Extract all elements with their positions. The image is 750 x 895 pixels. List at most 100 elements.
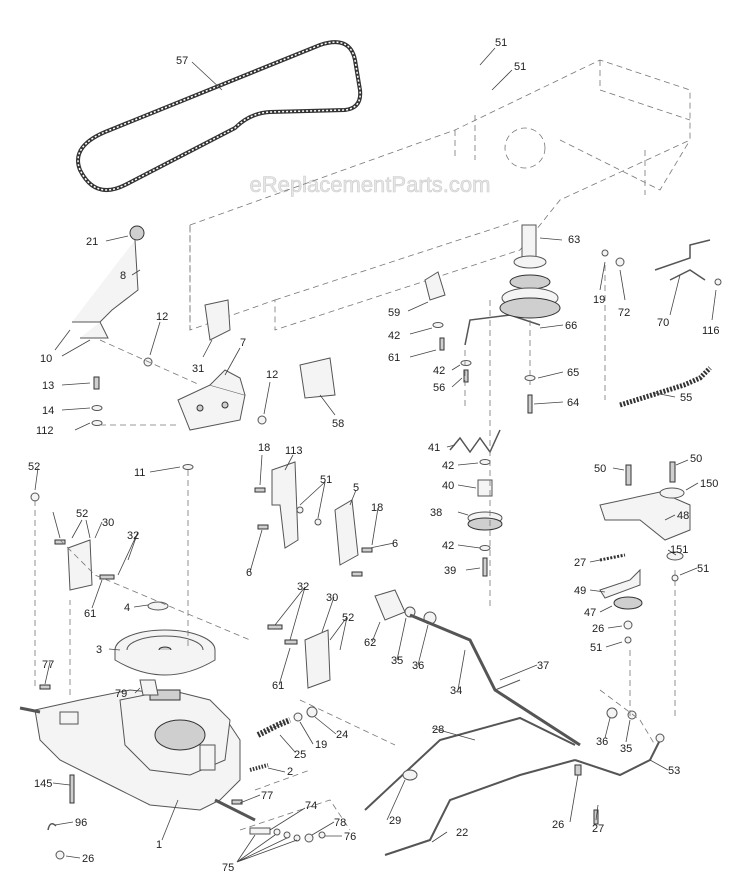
label-14: 14 — [42, 405, 54, 417]
washer-42c — [479, 459, 491, 465]
label-36: 36 — [596, 736, 608, 748]
label-40: 40 — [442, 480, 454, 492]
label-48: 48 — [677, 510, 689, 522]
washer-24 — [306, 706, 318, 718]
washer-14 — [91, 405, 103, 411]
belt-guide-41 — [449, 429, 501, 454]
pin-77a — [39, 684, 51, 690]
engine-pulley — [499, 224, 561, 319]
label-25: 25 — [294, 749, 306, 761]
transaxle — [19, 689, 256, 822]
nut-51e — [624, 636, 632, 644]
washer-65 — [524, 375, 536, 381]
label-62: 62 — [364, 637, 376, 649]
shift-bracket — [177, 369, 246, 431]
label-64: 64 — [567, 397, 579, 409]
label-61: 61 — [84, 608, 96, 620]
label-2: 2 — [287, 766, 293, 778]
bolt-61a — [439, 337, 445, 351]
label-38: 38 — [430, 507, 442, 519]
drive-belt — [76, 40, 363, 192]
bracket-30a — [67, 539, 93, 591]
label-52: 52 — [28, 461, 40, 473]
label-26: 26 — [552, 819, 564, 831]
label-96: 96 — [75, 817, 87, 829]
label-70: 70 — [657, 317, 669, 329]
label-51: 51 — [697, 563, 709, 575]
label-63: 63 — [568, 234, 580, 246]
label-50: 50 — [690, 453, 702, 465]
label-35: 35 — [391, 655, 403, 667]
label-66: 66 — [565, 320, 577, 332]
bolt-18b — [361, 547, 373, 553]
label-78: 78 — [334, 817, 346, 829]
label-51: 51 — [495, 37, 507, 49]
bolt-13 — [93, 376, 100, 390]
leader-lines — [34, 47, 717, 863]
label-77: 77 — [261, 790, 273, 802]
label-28: 28 — [432, 724, 444, 736]
label-145: 145 — [34, 778, 52, 790]
label-75: 75 — [222, 862, 234, 874]
label-1: 1 — [156, 839, 162, 851]
frame-outline — [189, 59, 691, 331]
washer-42b — [460, 360, 472, 366]
label-42: 42 — [433, 365, 445, 377]
label-41: 41 — [428, 442, 440, 454]
shift-lever — [72, 225, 145, 339]
label-36: 36 — [412, 660, 424, 672]
label-8: 8 — [120, 270, 126, 282]
label-11: 11 — [134, 467, 145, 479]
label-51: 51 — [590, 642, 602, 654]
rod-53 — [574, 739, 661, 777]
label-79: 79 — [115, 688, 127, 700]
label-59: 59 — [388, 307, 400, 319]
label-42: 42 — [442, 460, 454, 472]
label-76: 76 — [344, 831, 356, 843]
washer-26b — [55, 850, 65, 860]
washer-35b — [627, 710, 637, 720]
label-53: 53 — [668, 765, 680, 777]
rod-22 — [384, 759, 576, 856]
washer-76 — [318, 831, 326, 839]
label-30: 30 — [326, 592, 338, 604]
pulley-47 — [613, 596, 643, 610]
spring-25 — [256, 717, 292, 738]
label-65: 65 — [567, 367, 579, 379]
label-5: 5 — [353, 482, 359, 494]
bolt-18a — [254, 487, 266, 493]
bracket-49 — [599, 568, 641, 599]
washer-151 — [666, 551, 684, 561]
label-3: 3 — [96, 644, 102, 656]
bracket-5 — [334, 499, 359, 566]
label-10: 10 — [40, 353, 52, 365]
label-37: 37 — [537, 660, 549, 672]
bolt-39 — [482, 557, 488, 577]
idler-arm-66 — [464, 314, 541, 346]
label-26: 26 — [592, 623, 604, 635]
label-61: 61 — [272, 680, 284, 692]
label-22: 22 — [456, 827, 468, 839]
spring-rod-70 — [654, 239, 711, 281]
label-24: 24 — [336, 729, 348, 741]
part-79 — [139, 679, 159, 696]
label-150: 150 — [700, 478, 718, 490]
bolt-145 — [69, 774, 75, 804]
bracket-113 — [271, 461, 299, 549]
bolt-64 — [527, 394, 533, 414]
brake-rod-28 — [364, 716, 576, 811]
label-74: 74 — [305, 800, 317, 812]
label-52: 52 — [76, 508, 88, 520]
pin-77b — [231, 799, 243, 805]
label-52: 52 — [342, 612, 354, 624]
label-6: 6 — [392, 538, 398, 550]
bracket-30b — [304, 629, 331, 689]
label-32: 32 — [127, 530, 139, 542]
label-50: 50 — [594, 463, 606, 475]
label-30: 30 — [102, 517, 114, 529]
bolt-6a — [257, 524, 269, 530]
label-31: 31 — [192, 363, 204, 375]
part-labels: 57 51 51 63 21 8 19 72 70 116 59 42 66 1… — [28, 37, 720, 874]
